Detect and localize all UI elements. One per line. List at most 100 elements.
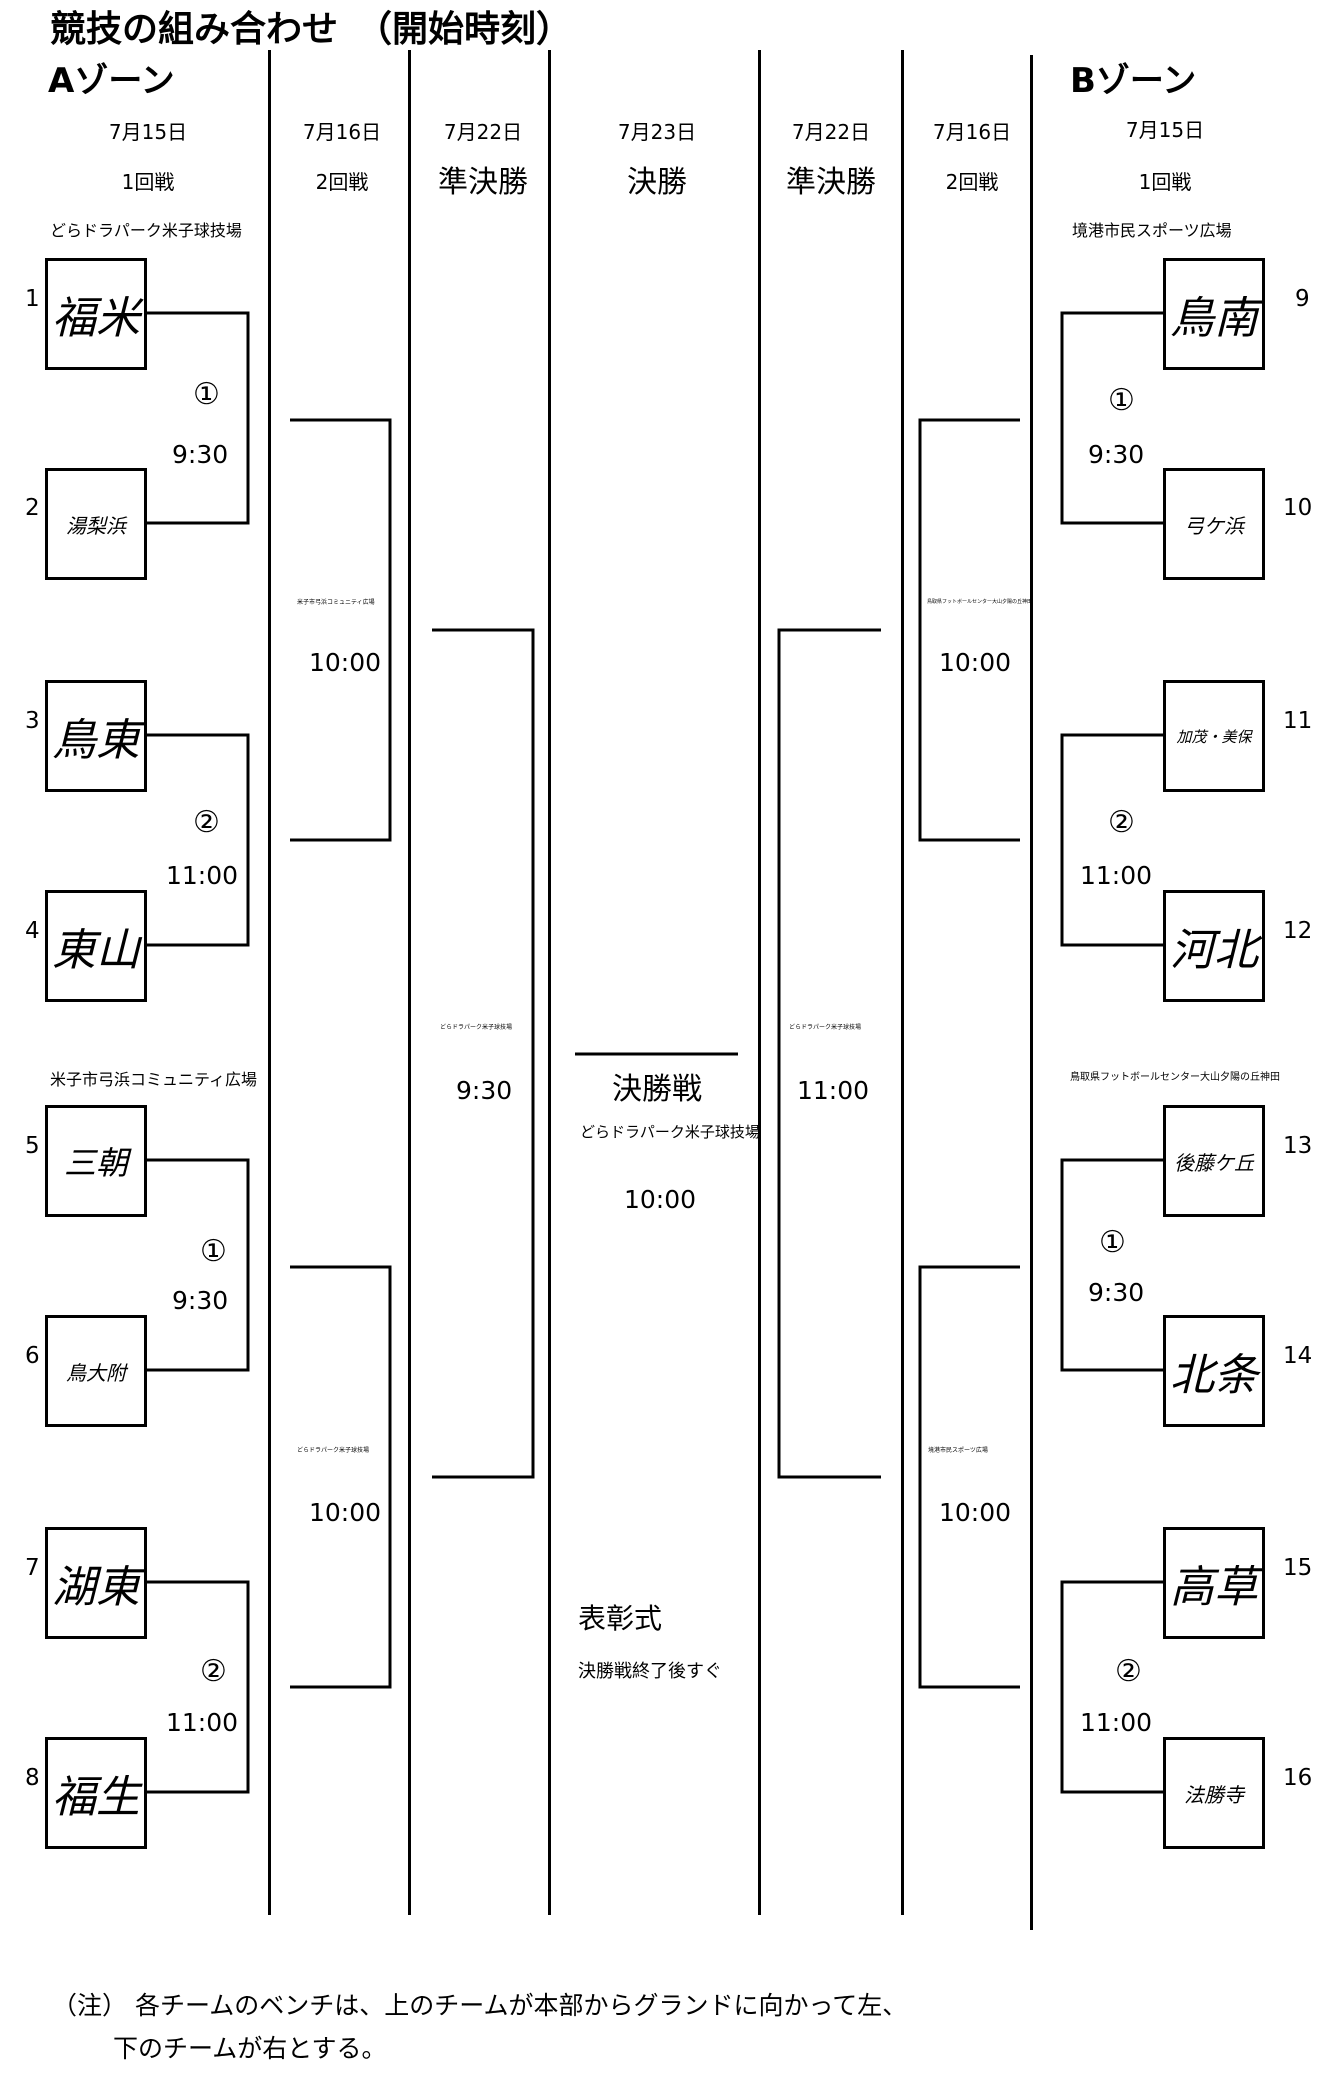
a-r2-date: 7月16日 — [302, 120, 382, 144]
b-sf-date: 7月22日 — [791, 120, 871, 144]
match-time: 10:00 — [939, 1498, 1012, 1527]
team-name: 三朝 — [63, 1144, 128, 1182]
team-name: 鳥東 — [52, 715, 140, 766]
ceremony-note: 決勝戦終了後すぐ — [578, 1661, 722, 1682]
seed-number: 2 — [25, 495, 40, 521]
column-divider — [268, 50, 271, 1915]
match-time: 9:30 — [172, 440, 229, 469]
bracket-a3 — [145, 1158, 250, 1372]
bracket-b-r2-bottom — [918, 1265, 1020, 1689]
bracket-b-sf — [777, 628, 881, 1479]
match-time: 11:00 — [1080, 861, 1153, 890]
team-box: 三朝 — [45, 1105, 147, 1217]
bracket-a-sf — [432, 628, 535, 1479]
b-r1-date: 7月15日 — [1125, 118, 1205, 142]
seed-number: 6 — [25, 1343, 40, 1369]
match-time: 11:00 — [797, 1076, 870, 1105]
bracket-a-r2-bottom — [290, 1265, 392, 1689]
match-time: 11:00 — [166, 1708, 239, 1737]
footnote-line-2: 下のチームが右とする。 — [113, 2034, 387, 2063]
team-box: 法勝寺 — [1163, 1737, 1265, 1849]
team-name: 福米 — [52, 293, 140, 344]
team-box: 後藤ケ丘 — [1163, 1105, 1265, 1217]
venue-a-bottom: 米子市弓浜コミュニティ広場 — [50, 1070, 258, 1089]
match-number: ① — [193, 377, 220, 412]
b-r1-round: 1回戦 — [1138, 170, 1192, 194]
match-number: ① — [1099, 1225, 1126, 1260]
venue-b-r2-top: 鳥取県フットボールセンター大山夕陽の丘神田 — [927, 599, 1033, 605]
b-sf-round: 準決勝 — [786, 165, 876, 200]
final-time: 10:00 — [624, 1185, 697, 1214]
a-r2-round: 2回戦 — [315, 170, 369, 194]
team-name: 湯梨浜 — [66, 513, 126, 538]
team-box: 弓ケ浜 — [1163, 468, 1265, 580]
match-number: ① — [1108, 383, 1135, 418]
match-time: 9:30 — [456, 1076, 513, 1105]
team-box: 北条 — [1163, 1315, 1265, 1427]
team-box: 鳥東 — [45, 680, 147, 792]
a-sf-date: 7月22日 — [443, 120, 523, 144]
venue-a-sf: どらドラパーク米子球技場 — [440, 1024, 512, 1031]
bracket-b3 — [1060, 1158, 1165, 1372]
a-r1-date: 7月15日 — [108, 120, 188, 144]
team-name: 湖東 — [52, 1562, 140, 1613]
match-number: ② — [200, 1654, 227, 1689]
page-title: 競技の組み合わせ （開始時刻） — [50, 9, 573, 50]
final-date: 7月23日 — [617, 120, 697, 144]
team-name: 東山 — [52, 925, 140, 976]
column-divider — [901, 50, 904, 1915]
seed-number: 7 — [25, 1555, 40, 1581]
match-time: 9:30 — [1088, 1278, 1145, 1307]
team-name: 北条 — [1170, 1350, 1258, 1401]
bracket-b4 — [1060, 1580, 1165, 1794]
team-box: 高草 — [1163, 1527, 1265, 1639]
b-r2-date: 7月16日 — [932, 120, 1012, 144]
footnote-line-1: （注） 各チームのベンチは、上のチームが本部からグランドに向かって左、 — [52, 1991, 908, 2020]
bracket-a1 — [145, 311, 250, 525]
seed-number: 5 — [25, 1133, 40, 1159]
match-time: 9:30 — [172, 1286, 229, 1315]
seed-number: 1 — [25, 286, 40, 312]
venue-a-top: どらドラパーク米子球技場 — [50, 221, 242, 240]
seed-number: 3 — [25, 708, 40, 734]
team-name: 後藤ケ丘 — [1174, 1150, 1254, 1175]
team-name: 河北 — [1170, 925, 1258, 976]
zone-b-label: Bゾーン — [1070, 61, 1197, 101]
seed-number: 15 — [1283, 1555, 1313, 1581]
column-divider — [548, 50, 551, 1915]
bracket-a4 — [145, 1580, 250, 1794]
venue-a-r2-top: 米子市弓浜コミュニティ広場 — [297, 599, 375, 606]
column-divider — [758, 50, 761, 1915]
team-box: 鳥南 — [1163, 258, 1265, 370]
final-round: 決勝 — [627, 165, 687, 200]
match-number: ② — [193, 805, 220, 840]
match-time: 9:30 — [1088, 440, 1145, 469]
seed-number: 11 — [1283, 708, 1313, 734]
column-divider — [1030, 55, 1033, 1930]
team-box: 河北 — [1163, 890, 1265, 1002]
seed-number: 4 — [25, 918, 40, 944]
match-time: 10:00 — [309, 1498, 382, 1527]
team-box: 福生 — [45, 1737, 147, 1849]
venue-b-top: 境港市民スポーツ広場 — [1072, 221, 1232, 240]
team-name: 鳥大附 — [66, 1360, 126, 1385]
team-name: 福生 — [52, 1772, 140, 1823]
match-time: 10:00 — [939, 648, 1012, 677]
final-venue: どらドラパーク米子球技場 — [580, 1123, 760, 1141]
bracket-b1 — [1060, 311, 1165, 525]
venue-a-r2-bottom: どらドラパーク米子球技場 — [297, 1447, 369, 1454]
match-number: ② — [1115, 1654, 1142, 1689]
team-name: 加茂・美保 — [1176, 727, 1252, 746]
team-box: 加茂・美保 — [1163, 680, 1265, 792]
bracket-b2 — [1060, 733, 1165, 947]
seed-number: 14 — [1283, 1343, 1313, 1369]
a-r1-round: 1回戦 — [121, 170, 175, 194]
venue-b-sf: どらドラパーク米子球技場 — [789, 1024, 861, 1031]
match-time: 11:00 — [166, 861, 239, 890]
bracket-a2 — [145, 733, 250, 947]
seed-number: 16 — [1283, 1765, 1313, 1791]
bracket-a-r2-top — [290, 418, 392, 842]
team-box: 鳥大附 — [45, 1315, 147, 1427]
a-sf-round: 準決勝 — [438, 165, 528, 200]
team-name: 法勝寺 — [1184, 1782, 1244, 1807]
